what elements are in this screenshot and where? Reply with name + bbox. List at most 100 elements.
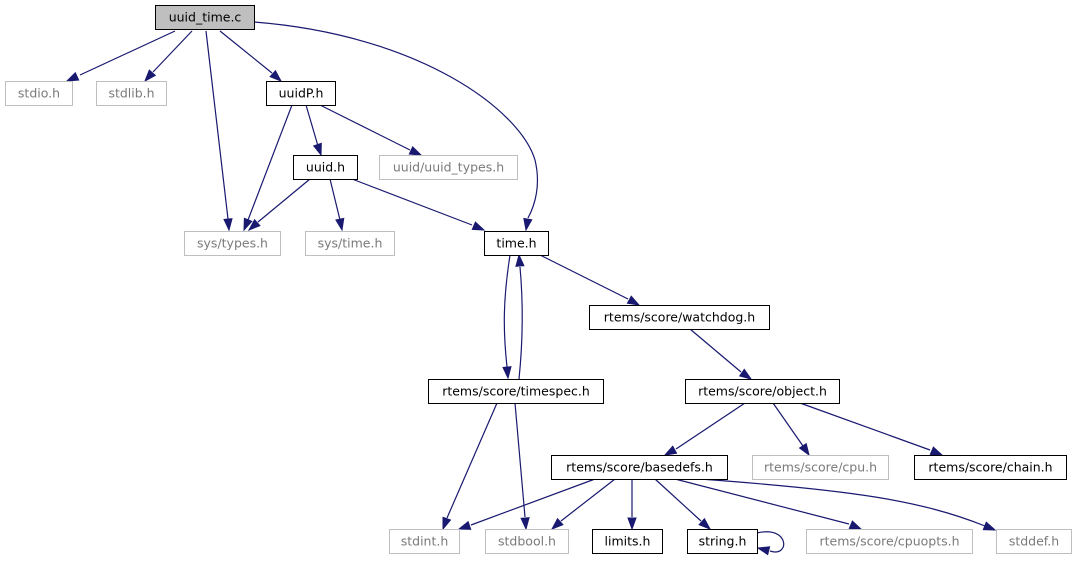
node-object[interactable]: rtems/score/object.h <box>685 379 840 404</box>
node-stdlib: stdlib.h <box>96 81 167 106</box>
node-label: stdio.h <box>18 86 60 101</box>
node-chain[interactable]: rtems/score/chain.h <box>914 455 1067 480</box>
edge-line <box>305 104 319 147</box>
edge-uuid-to-time <box>351 178 486 231</box>
node-box <box>428 379 604 404</box>
edge-line <box>329 178 341 221</box>
arrowhead <box>627 517 637 531</box>
node-box <box>96 81 167 106</box>
node-sys-types: sys/types.h <box>184 231 281 256</box>
arrowhead <box>144 69 157 83</box>
edge-line <box>205 30 229 220</box>
node-label: stdint.h <box>401 534 449 549</box>
node-label: sys/types.h <box>197 236 268 251</box>
node-label: uuid.h <box>306 160 345 175</box>
edge-object-to-basedefs <box>663 402 746 456</box>
edge-line <box>319 104 411 151</box>
arrowhead <box>515 253 525 267</box>
arrowhead <box>243 217 253 232</box>
edge-line <box>470 478 596 526</box>
edge-uuidP-to-uuid-types <box>319 104 423 156</box>
node-label: limits.h <box>605 534 651 549</box>
edge-timespec-to-stdint <box>442 402 498 531</box>
node-label: uuid/uuid_types.h <box>393 160 504 175</box>
edge-line <box>689 328 742 373</box>
edge-uuid-time-to-stdio <box>65 30 176 82</box>
arrowhead <box>457 520 472 530</box>
node-uuid[interactable]: uuid.h <box>293 155 358 180</box>
node-box <box>806 529 973 554</box>
node-label: rtems/score/chain.h <box>928 460 1052 475</box>
node-label: stdlib.h <box>108 86 154 101</box>
arrowhead <box>550 517 564 530</box>
edge-object-to-chain <box>799 402 944 456</box>
edge-line <box>539 254 629 300</box>
edge-basedefs-to-stdbool <box>550 478 616 530</box>
edge-timespec-to-stdbool <box>514 402 530 531</box>
arrowhead <box>982 521 997 531</box>
node-label: rtems/score/cpuopts.h <box>819 534 959 549</box>
arrowhead <box>442 516 452 531</box>
node-box <box>5 81 73 106</box>
node-label: rtems/score/basedefs.h <box>566 460 713 475</box>
node-basedefs[interactable]: rtems/score/basedefs.h <box>551 455 728 480</box>
arrowhead <box>663 445 678 456</box>
node-label: time.h <box>496 236 536 251</box>
edge-watchdog-to-object <box>689 328 753 380</box>
edge-line <box>152 30 193 73</box>
node-string[interactable]: string.h <box>687 529 758 554</box>
node-stdint: stdint.h <box>389 529 460 554</box>
node-uuid-time[interactable]: uuid_time.c <box>155 5 255 30</box>
edge-line <box>560 478 616 522</box>
edge-line <box>518 266 523 380</box>
node-limits[interactable]: limits.h <box>592 529 663 554</box>
node-timespec[interactable]: rtems/score/timespec.h <box>428 379 604 404</box>
arrowhead <box>312 142 322 157</box>
node-watchdog[interactable]: rtems/score/watchdog.h <box>589 305 770 330</box>
arrowhead <box>929 446 944 456</box>
edge-basedefs-to-cpuopts <box>674 478 863 530</box>
node-box <box>379 155 518 180</box>
node-label: rtems/score/object.h <box>698 384 827 399</box>
edge-basedefs-to-limits <box>627 479 637 531</box>
edge-line <box>756 531 785 553</box>
node-box <box>266 81 336 106</box>
edge-time-to-watchdog <box>539 254 641 306</box>
node-box <box>184 231 281 256</box>
node-box <box>293 155 358 180</box>
edge-string-to-string <box>756 531 785 556</box>
edge-uuid-time-to-time <box>253 21 539 232</box>
node-uuidP[interactable]: uuidP.h <box>266 81 336 106</box>
edge-line <box>674 478 850 525</box>
node-label: stdbool.h <box>498 534 556 549</box>
edge-uuid-time-to-sys-types <box>205 30 233 232</box>
node-uuid-types: uuid/uuid_types.h <box>379 155 518 180</box>
arrowhead <box>408 145 423 156</box>
edge-timespec-to-time <box>515 253 525 380</box>
node-stdbool: stdbool.h <box>485 529 569 554</box>
node-time[interactable]: time.h <box>484 231 549 256</box>
edge-line <box>351 178 473 226</box>
arrowhead <box>520 517 530 531</box>
arrowhead <box>738 368 753 380</box>
arrowhead <box>223 218 233 232</box>
node-label: rtems/score/timespec.h <box>442 384 590 399</box>
node-box <box>996 529 1072 554</box>
node-box <box>484 231 549 256</box>
arrowhead <box>523 217 533 232</box>
node-label: sys/time.h <box>318 236 383 251</box>
node-box <box>155 5 255 30</box>
arrowhead <box>626 295 641 306</box>
edge-uuid-to-sys-types <box>247 178 311 231</box>
arrowhead <box>848 520 863 530</box>
edge-line <box>253 21 539 219</box>
edge-line <box>675 402 746 450</box>
edge-line <box>219 30 273 74</box>
edge-line <box>799 402 931 451</box>
edge-line <box>772 402 804 447</box>
arrowhead <box>471 221 486 231</box>
node-label: uuidP.h <box>279 86 324 101</box>
nodes-layer: uuid_time.c stdio.h stdlib.h uuidP.h uuid.h u… <box>5 5 1072 554</box>
edge-line <box>257 178 311 223</box>
